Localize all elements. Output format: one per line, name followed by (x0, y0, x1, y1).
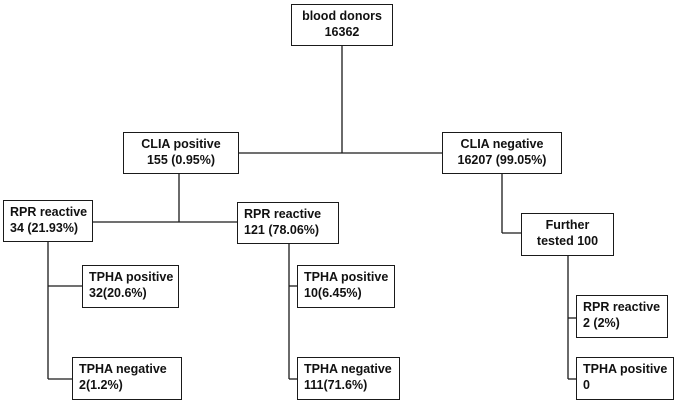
node-tpha-positive-32: TPHA positive 32(20.6%) (82, 265, 179, 308)
node-blood-donors-count: 16362 (324, 25, 360, 39)
node-clia-positive-label: CLIA positive (141, 137, 221, 151)
node-tpha-positive-10: TPHA positive 10(6.45%) (297, 265, 395, 308)
node-further-tested-count: tested 100 (536, 234, 599, 248)
node-tpha-positive-32-label: TPHA positive (89, 270, 174, 284)
node-tpha-negative-2-label: TPHA negative (79, 362, 167, 376)
node-rpr-reactive-34-label: RPR reactive (10, 205, 88, 219)
node-further-tested-label: Further (545, 218, 590, 232)
node-tpha-negative-111: TPHA negative 111(71.6%) (297, 357, 400, 400)
node-clia-negative-label: CLIA negative (460, 137, 544, 151)
node-further-tested: Further tested 100 (521, 213, 614, 256)
node-rpr-reactive-2-count: 2 (2%) (583, 316, 620, 330)
node-rpr-reactive-34-count: 34 (21.93%) (10, 221, 79, 235)
node-clia-positive: CLIA positive 155 (0.95%) (123, 132, 239, 174)
node-rpr-reactive-2: RPR reactive 2 (2%) (576, 295, 668, 338)
node-tpha-positive-10-label: TPHA positive (304, 270, 389, 284)
node-rpr-reactive-121-count: 121 (78.06%) (244, 223, 320, 237)
node-tpha-negative-111-count: 111(71.6%) (304, 378, 368, 392)
node-rpr-reactive-34: RPR reactive 34 (21.93%) (3, 200, 93, 242)
node-rpr-reactive-121-label: RPR reactive (244, 207, 322, 221)
node-tpha-positive-0-count: 0 (583, 378, 590, 392)
node-tpha-positive-0: TPHA positive 0 (576, 357, 674, 400)
node-clia-negative-count: 16207 (99.05%) (457, 153, 547, 167)
node-rpr-reactive-2-label: RPR reactive (583, 300, 661, 314)
node-tpha-positive-32-count: 32(20.6%) (89, 286, 147, 300)
node-tpha-positive-10-count: 10(6.45%) (304, 286, 362, 300)
node-clia-negative: CLIA negative 16207 (99.05%) (442, 132, 562, 174)
node-tpha-negative-2: TPHA negative 2(1.2%) (72, 357, 182, 400)
node-tpha-positive-0-label: TPHA positive (583, 362, 668, 376)
node-tpha-negative-2-count: 2(1.2%) (79, 378, 123, 392)
node-rpr-reactive-121: RPR reactive 121 (78.06%) (237, 202, 339, 244)
node-tpha-negative-111-label: TPHA negative (304, 362, 392, 376)
node-clia-positive-count: 155 (0.95%) (146, 153, 216, 167)
node-blood-donors: blood donors 16362 (291, 4, 393, 46)
node-blood-donors-label: blood donors (302, 9, 382, 23)
